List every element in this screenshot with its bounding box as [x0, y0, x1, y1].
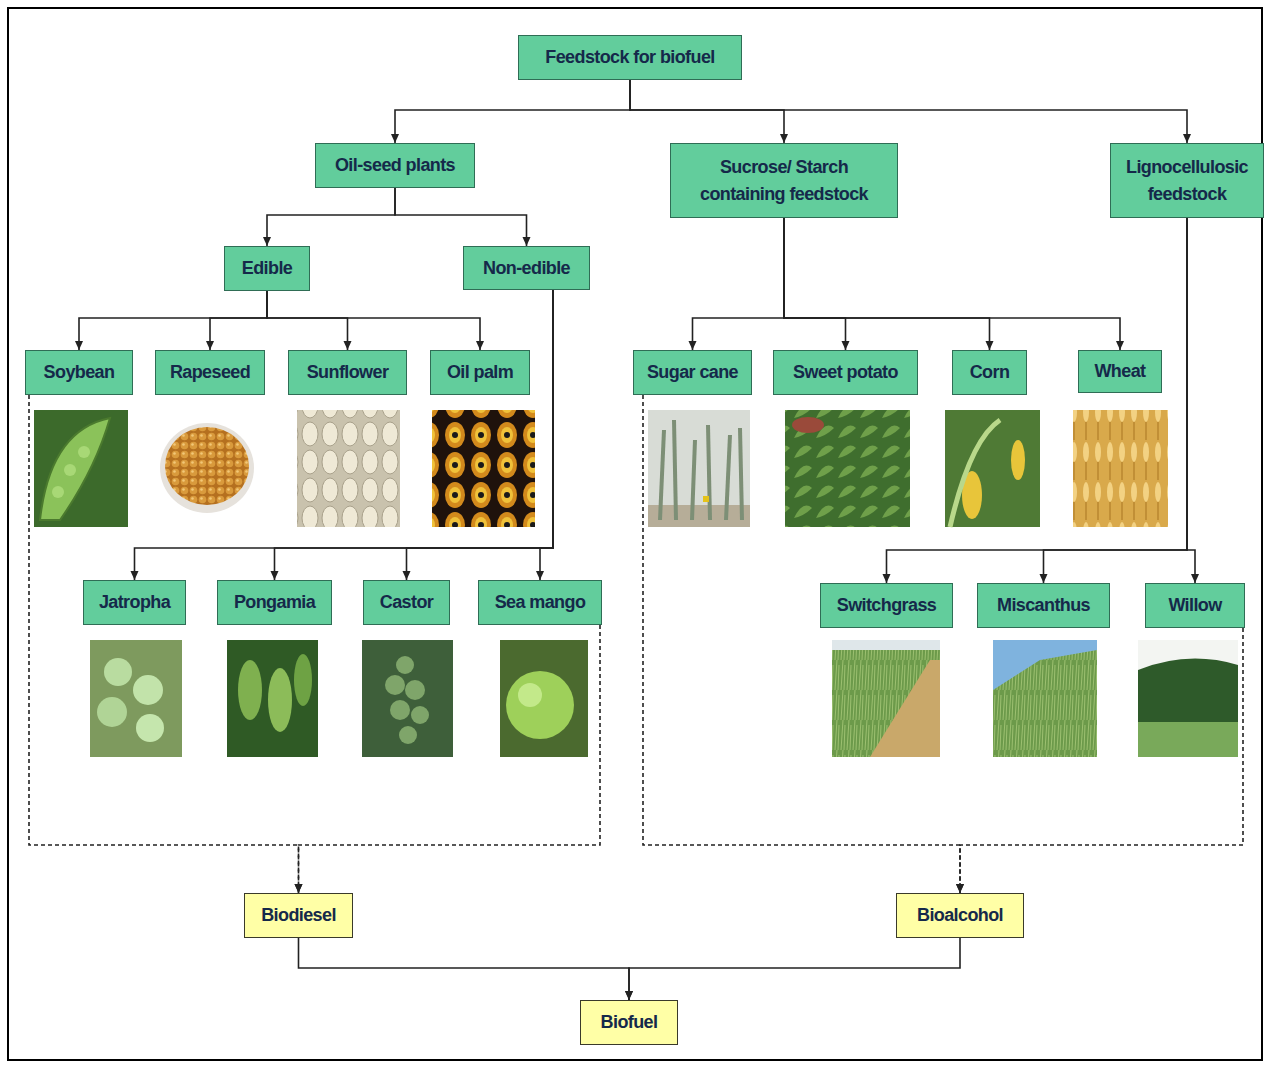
feedstock-box: Sea mango — [478, 580, 602, 625]
node-label: Switchgrass — [828, 592, 945, 618]
node-label: Sucrose/ Starch containing feedstock — [678, 154, 890, 206]
feedstock-box: Sugar cane — [633, 350, 752, 395]
arrow-connector — [135, 290, 554, 580]
arrow-connector — [784, 218, 1120, 350]
feedstock-box: Corn — [952, 350, 1027, 395]
arrow-connector — [540, 290, 553, 580]
node-label: Bioalcohol — [904, 902, 1016, 928]
node-label: Biodiesel — [252, 902, 345, 928]
feedstock-box: Soybean — [25, 350, 133, 395]
node-label: Feedstock for biofuel — [526, 44, 734, 70]
arrow-connector — [395, 80, 630, 143]
dashed-connector — [29, 395, 299, 893]
node-label: Miscanthus — [985, 592, 1102, 618]
output-box: Biodiesel — [244, 893, 353, 938]
arrow-connector — [267, 291, 348, 350]
dashed-connector — [299, 625, 601, 893]
feedstock-box: Willow — [1145, 583, 1245, 628]
node-label: Oil palm — [438, 359, 522, 385]
node-label: Lignocellulosic feedstock — [1118, 154, 1256, 206]
feedstock-box: Miscanthus — [977, 583, 1110, 628]
node-label: Biofuel — [588, 1009, 670, 1035]
feedstock-box: Non-edible — [463, 246, 590, 290]
node-label: Sugar cane — [641, 359, 744, 385]
arrow-connector — [1187, 218, 1195, 583]
feedstock-box: Castor — [363, 580, 450, 625]
node-label: Soybean — [33, 359, 125, 385]
dashed-connector — [960, 628, 1243, 893]
arrow-connector — [407, 290, 554, 580]
node-label: Rapeseed — [163, 359, 257, 385]
arrow-connector — [275, 290, 554, 580]
arrow-connector — [630, 80, 1187, 143]
feedstock-box: Oil palm — [430, 350, 530, 395]
dashed-connector — [643, 395, 960, 893]
node-label: Oil-seed plants — [323, 152, 467, 178]
node-label: Willow — [1153, 592, 1237, 618]
arrow-connector — [629, 938, 960, 1000]
arrow-connector — [267, 188, 395, 246]
node-label: Corn — [960, 359, 1019, 385]
feedstock-box: Pongamia — [217, 580, 332, 625]
arrow-connector — [395, 188, 527, 246]
feedstock-box: Wheat — [1078, 350, 1162, 393]
node-label: Wheat — [1086, 358, 1154, 384]
feedstock-box: Jatropha — [83, 580, 186, 625]
arrow-connector — [1044, 218, 1188, 583]
feedstock-box: Switchgrass — [820, 583, 953, 628]
arrow-connector — [693, 218, 785, 350]
arrow-connector — [630, 80, 784, 143]
feedstock-box: Rapeseed — [155, 350, 265, 395]
node-label: Pongamia — [225, 589, 324, 615]
node-label: Sea mango — [486, 589, 594, 615]
node-label: Edible — [232, 255, 302, 281]
output-box: Bioalcohol — [896, 893, 1024, 938]
arrow-connector — [784, 218, 846, 350]
arrow-connector — [299, 938, 630, 1000]
arrow-connector — [887, 218, 1188, 583]
arrow-connector — [79, 291, 267, 350]
output-box: Biofuel — [580, 1000, 678, 1045]
arrow-connector — [210, 291, 267, 350]
node-label: Castor — [371, 589, 442, 615]
node-label: Sweet potato — [781, 359, 910, 385]
feedstock-box: Sweet potato — [773, 350, 918, 395]
feedstock-box: Edible — [224, 246, 310, 291]
feedstock-box: Sunflower — [288, 350, 407, 395]
node-label: Sunflower — [296, 359, 399, 385]
feedstock-box: Oil-seed plants — [315, 143, 475, 188]
node-label: Non-edible — [471, 255, 582, 281]
feedstock-box: Lignocellulosic feedstock — [1110, 143, 1264, 218]
feedstock-box: Sucrose/ Starch containing feedstock — [670, 143, 898, 218]
arrow-connector — [267, 291, 480, 350]
arrow-connector — [784, 218, 990, 350]
feedstock-box: Feedstock for biofuel — [518, 35, 742, 80]
node-label: Jatropha — [91, 589, 178, 615]
